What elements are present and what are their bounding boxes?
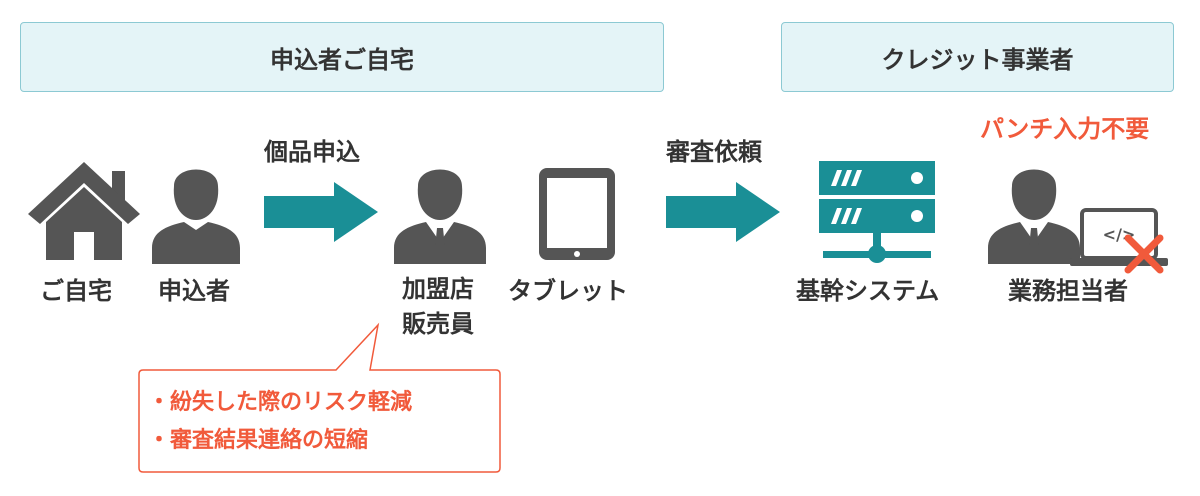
person-icon [152, 169, 240, 264]
header-credit-company-label: クレジット事業者 [881, 45, 1074, 74]
label-staff-line1: 加盟店 [402, 275, 474, 303]
operator-icon [988, 169, 1080, 264]
house-icon [28, 162, 140, 260]
label-operator: 業務担当者 [1008, 277, 1128, 305]
label-staff-line2: 販売員 [402, 310, 474, 338]
header-credit-company: クレジット事業者 [781, 22, 1174, 92]
no-punch-input-note: パンチ入力不要 [980, 115, 1150, 143]
header-applicant-home: 申込者ご自宅 [20, 22, 664, 92]
server-icon [819, 161, 935, 263]
tablet-icon [539, 168, 615, 260]
label-core-system: 基幹システム [796, 277, 940, 305]
header-applicant-home-label: 申込者ご自宅 [270, 45, 414, 74]
sales-staff-icon [394, 169, 486, 264]
arrow-right-icon [666, 182, 780, 242]
callout-item: ・紛失した際のリスク軽減 [148, 390, 413, 415]
callout-benefits: ・紛失した際のリスク軽減 ・審査結果連絡の短縮 [148, 384, 488, 460]
label-home: ご自宅 [40, 277, 112, 305]
callout-item: ・審査結果連絡の短縮 [148, 428, 369, 453]
label-tablet: タブレット [508, 277, 628, 305]
arrow-label-application: 個品申込 [264, 138, 360, 166]
arrow-label-review-request: 審査依頼 [666, 138, 762, 166]
arrow-right-icon [264, 182, 378, 242]
cross-icon [1124, 234, 1164, 274]
label-applicant: 申込者 [158, 277, 230, 305]
